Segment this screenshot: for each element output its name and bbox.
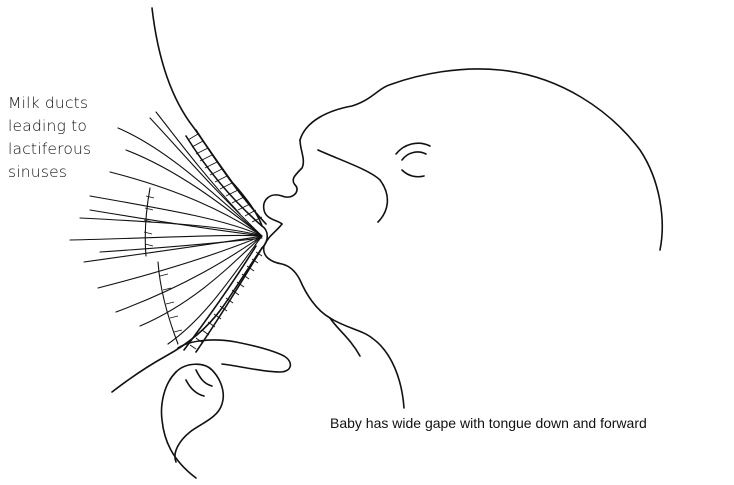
- baby-neck: [330, 318, 360, 356]
- baby-eye: [396, 143, 430, 177]
- breast-lower-outline: [112, 248, 262, 392]
- baby-forehead: [264, 140, 304, 224]
- baby-chin: [264, 224, 330, 318]
- mother-finger: [178, 340, 290, 372]
- ducts-label-line-1: Milk ducts: [8, 92, 91, 115]
- baby-cheek-line: [318, 150, 387, 222]
- areola-hatch-upper: [186, 130, 266, 226]
- breast-outline: [152, 8, 262, 226]
- ducts-label-line-3: lactiferous: [8, 138, 91, 161]
- ducts-label-line-2: leading to: [8, 115, 91, 138]
- baby-fingers: [186, 370, 212, 396]
- latch-caption: Baby has wide gape with tongue down and …: [330, 415, 647, 431]
- ducts-label-line-4: sinuses: [8, 161, 91, 184]
- baby-hand: [175, 364, 223, 462]
- baby-head-outline: [300, 69, 662, 250]
- ducts-label: Milk ducts leading to lactiferous sinuse…: [8, 92, 91, 184]
